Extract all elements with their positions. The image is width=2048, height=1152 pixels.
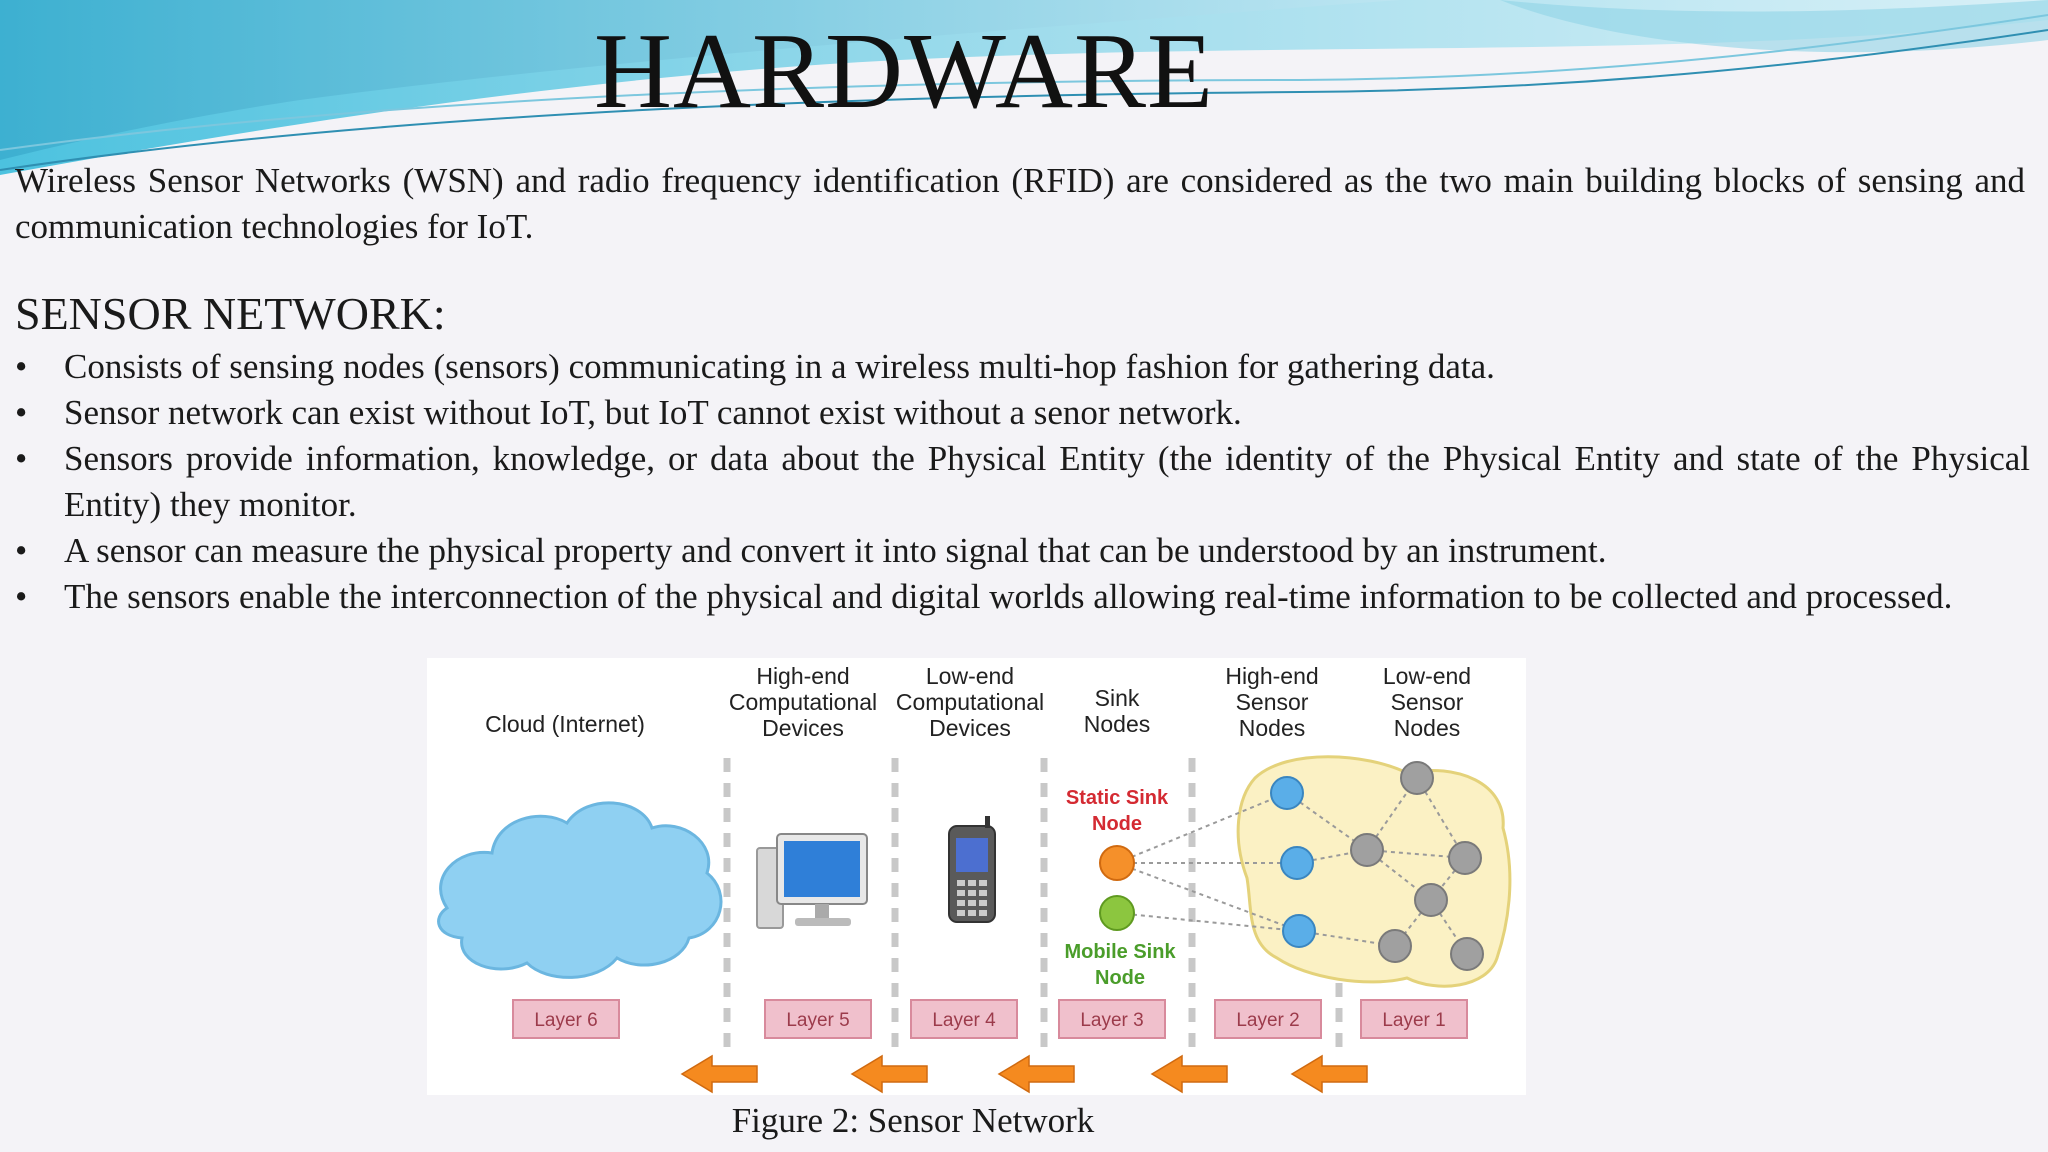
slide-title: HARDWARE (594, 12, 1214, 131)
column-label-sink-2: Nodes (1084, 711, 1150, 737)
column-label-high-comp-3: Devices (762, 715, 844, 741)
bullet-list: •Consists of sensing nodes (sensors) com… (15, 344, 2030, 620)
column-label-high-comp-1: High-end (756, 663, 849, 689)
static-sink-node-icon (1099, 845, 1135, 881)
low-end-sensor-node (1400, 761, 1434, 795)
low-end-sensor-node (1450, 937, 1484, 971)
bullet-item: •Consists of sensing nodes (sensors) com… (15, 347, 1495, 386)
high-end-sensor-node (1270, 776, 1304, 810)
column-label-low-comp-2: Computational (896, 689, 1044, 715)
static-sink-label-1: Static Sink (1066, 787, 1169, 809)
static-sink-label-2: Node (1092, 813, 1142, 835)
section-heading: SENSOR NETWORK: (15, 288, 446, 339)
header-wave-decoration (0, 0, 2048, 175)
sensor-network-figure: Cloud (Internet) High-end Computational … (427, 658, 1526, 1095)
figure-caption: Figure 2: Sensor Network (731, 1101, 1095, 1140)
column-label-high-sensor-1: High-end (1225, 663, 1318, 689)
layer-6-label: Layer 6 (534, 1010, 597, 1031)
column-label-low-sensor-2: Sensor (1391, 689, 1464, 715)
column-label-low-comp-3: Devices (929, 715, 1011, 741)
bullet-item: •A sensor can measure the physical prope… (15, 531, 1607, 570)
layer-1-label: Layer 1 (1382, 1010, 1445, 1031)
arrow-left-icon (850, 1054, 928, 1094)
desktop-computer-icon (756, 833, 868, 929)
column-label-high-sensor-2: Sensor (1236, 689, 1309, 715)
low-end-sensor-node (1448, 841, 1482, 875)
layer-3-label: Layer 3 (1080, 1010, 1143, 1031)
column-label-low-sensor-3: Nodes (1394, 715, 1460, 741)
mobile-sink-label-2: Node (1095, 967, 1145, 989)
column-label-high-comp-2: Computational (729, 689, 877, 715)
layer-5-label: Layer 5 (786, 1010, 849, 1031)
column-label-low-comp-1: Low-end (926, 663, 1014, 689)
arrow-left-icon (680, 1054, 758, 1094)
layer-2-label: Layer 2 (1236, 1010, 1299, 1031)
column-label-low-sensor-1: Low-end (1383, 663, 1471, 689)
low-end-sensor-node (1414, 883, 1448, 917)
arrow-left-icon (1290, 1054, 1368, 1094)
bullet-item: •The sensors enable the interconnection … (15, 577, 1953, 616)
column-label-high-sensor-3: Nodes (1239, 715, 1305, 741)
low-end-sensor-node (1378, 929, 1412, 963)
mobile-phone-icon (948, 816, 996, 923)
high-end-sensor-node (1280, 846, 1314, 880)
mobile-sink-node-icon (1099, 895, 1135, 931)
column-label-sink-1: Sink (1095, 685, 1140, 711)
bullet-item: •Sensor network can exist without IoT, b… (15, 393, 1242, 432)
low-end-sensor-node (1350, 833, 1384, 867)
bullet-item: •Sensors provide information, knowledge,… (15, 439, 2030, 524)
arrow-left-icon (1150, 1054, 1228, 1094)
cloud-icon (437, 801, 723, 979)
intro-paragraph: Wireless Sensor Networks (WSN) and radio… (15, 161, 2025, 246)
arrow-left-icon (997, 1054, 1075, 1094)
sensor-network-diagram: Cloud (Internet) High-end Computational … (437, 663, 1512, 1094)
mobile-sink-label-1: Mobile Sink (1064, 941, 1176, 963)
high-end-sensor-node (1282, 914, 1316, 948)
layer-4-label: Layer 4 (932, 1010, 996, 1031)
column-label-cloud: Cloud (Internet) (485, 711, 645, 737)
